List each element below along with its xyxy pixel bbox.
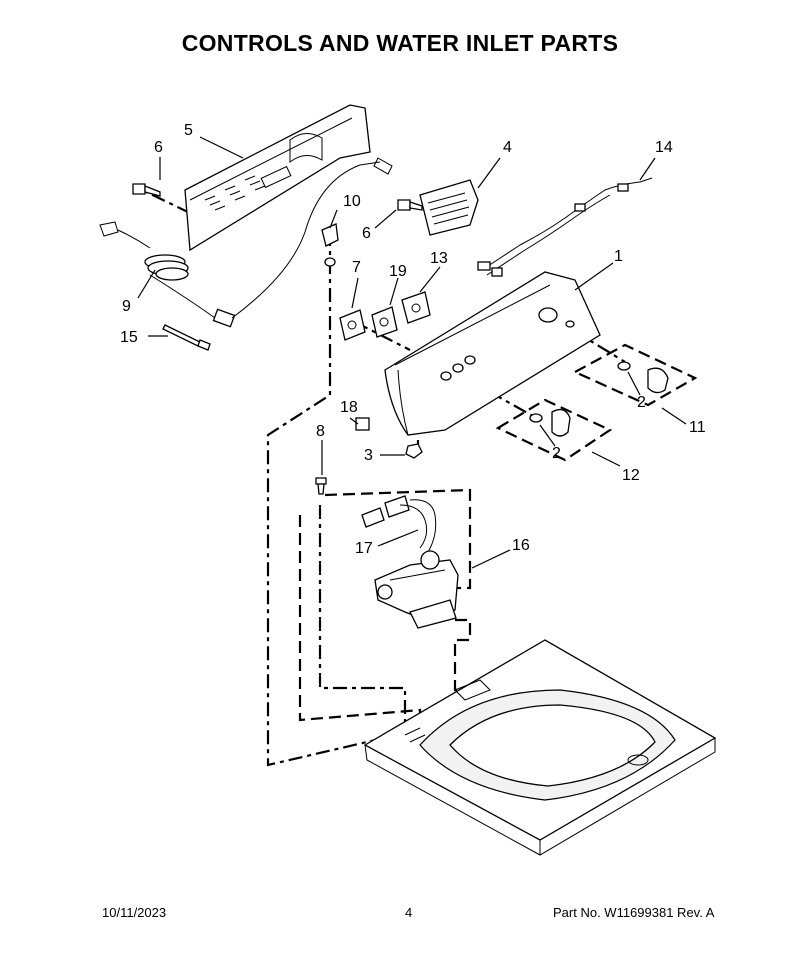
callout-11: 11	[689, 419, 706, 436]
callout-9: 9	[122, 298, 131, 315]
callout-10: 10	[343, 193, 361, 210]
callout-17: 17	[355, 540, 373, 557]
switch-7	[339, 309, 366, 341]
leader-lines	[137, 136, 687, 569]
callout-6-left: 6	[154, 139, 163, 156]
footer-page-number: 4	[405, 905, 413, 920]
footer-part-number: Part No. W11699381 Rev. A	[553, 905, 715, 920]
switch-13	[401, 291, 431, 324]
power-cord	[99, 157, 393, 328]
control-board	[419, 179, 479, 236]
bracket-18	[355, 417, 370, 431]
switch-19	[371, 306, 398, 338]
callout-5: 5	[184, 122, 193, 139]
callout-2-left: 2	[552, 445, 561, 462]
callout-6-right: 6	[362, 225, 371, 242]
callout-1: 1	[614, 248, 623, 265]
console	[384, 271, 601, 436]
clip-3	[405, 443, 423, 459]
callout-19: 19	[389, 263, 407, 280]
callout-3: 3	[364, 447, 373, 464]
footer-date: 10/11/2023	[102, 905, 167, 920]
knob-12	[529, 408, 571, 437]
callout-4: 4	[503, 139, 512, 156]
callout-2-right: 2	[637, 394, 646, 411]
page-title: CONTROLS AND WATER INLET PARTS	[181, 30, 619, 56]
callout-7: 7	[352, 259, 361, 276]
screw-6-right	[397, 199, 423, 211]
callout-8: 8	[316, 423, 325, 440]
knob-11	[617, 361, 669, 394]
screw-6-left	[132, 183, 161, 197]
washer-top-frame	[363, 639, 717, 856]
wire-harness	[477, 177, 653, 277]
water-inlet-valve	[374, 550, 459, 629]
callout-12: 12	[622, 467, 640, 484]
callout-16: 16	[512, 537, 530, 554]
callout-14: 14	[655, 139, 673, 156]
callout-18: 18	[340, 399, 358, 416]
screw-8	[315, 477, 327, 495]
console-rear-panel	[184, 104, 371, 252]
callout-labels: 5 6 4 14 10 6 1 7 19 13 9 15 2 18 11 8 3…	[120, 122, 706, 557]
valve-wiring	[361, 495, 437, 553]
cable-tie	[162, 324, 211, 351]
callout-15: 15	[120, 329, 138, 346]
callout-13: 13	[430, 250, 448, 267]
